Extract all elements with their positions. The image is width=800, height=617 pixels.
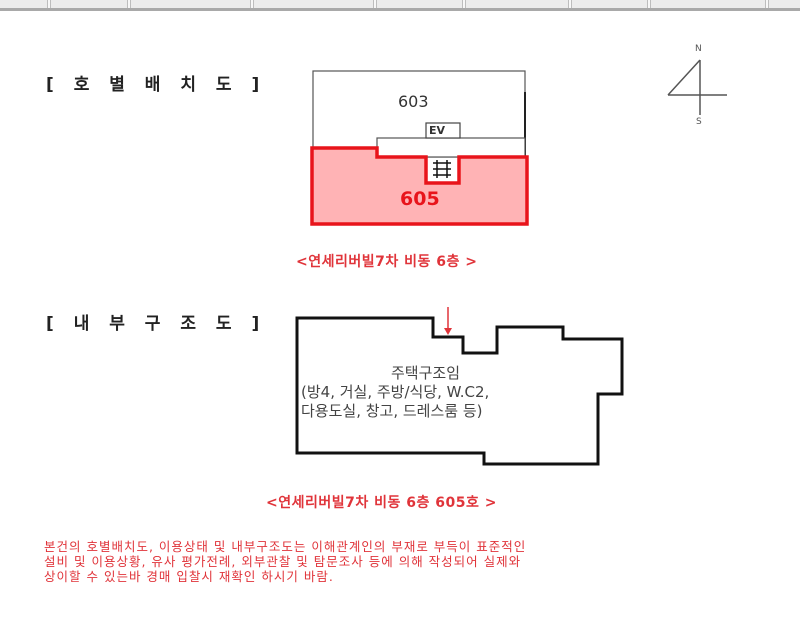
structure-type-label: 주택구조임 — [391, 364, 461, 382]
toolbar-separator — [462, 0, 466, 8]
disclaimer-notice: 본건의 호별배치도, 이용상태 및 내부구조도는 이해관계인의 부재로 부득이 … — [44, 539, 774, 584]
interior-structure-outline — [295, 316, 624, 466]
north-arrow-compass-icon — [667, 59, 727, 115]
toolbar-separator — [568, 0, 572, 8]
top-toolbar-strip — [0, 0, 800, 11]
disclaimer-line: 설비 및 이용상황, 유사 평가전례, 외부관찰 및 탐문조사 등에 의해 작성… — [44, 554, 522, 569]
compass-south-label: S — [696, 117, 702, 127]
stairs-icon — [433, 160, 451, 178]
toolbar-separator — [47, 0, 51, 8]
compass-north-label: N — [695, 44, 702, 54]
interior-structure-title: [ 내 부 구 조 도 ] — [46, 314, 267, 334]
toolbar-separator — [765, 0, 769, 8]
toolbar-separator — [127, 0, 131, 8]
entrance-arrow-icon — [444, 307, 452, 335]
toolbar-separator — [250, 0, 254, 8]
unit-603-label: 603 — [398, 92, 429, 111]
disclaimer-line: 본건의 호별배치도, 이용상태 및 내부구조도는 이해관계인의 부재로 부득이 … — [44, 539, 527, 554]
interior-structure-caption: <연세리버빌7차 비동 6층 605호 > — [266, 495, 497, 511]
rooms-list-line2: 다용도실, 창고, 드레스룸 등) — [301, 402, 483, 420]
rooms-list-line1: (방4, 거실, 주방/식당, W.C2, — [301, 383, 490, 401]
floor-layout-title: [ 호 별 배 치 도 ] — [46, 75, 267, 95]
unit-605-plan-highlighted — [310, 146, 529, 226]
floor-layout-caption: <연세리버빌7차 비동 6층 > — [296, 254, 478, 270]
corridor — [376, 137, 526, 158]
elevator-box — [425, 122, 461, 139]
elevator-label: EV — [429, 124, 446, 137]
disclaimer-line: 상이할 수 있는바 경매 입찰시 재확인 하시기 바람. — [44, 569, 334, 584]
toolbar-separator — [373, 0, 377, 8]
unit-605-label: 605 — [400, 188, 440, 210]
toolbar-separator — [647, 0, 651, 8]
